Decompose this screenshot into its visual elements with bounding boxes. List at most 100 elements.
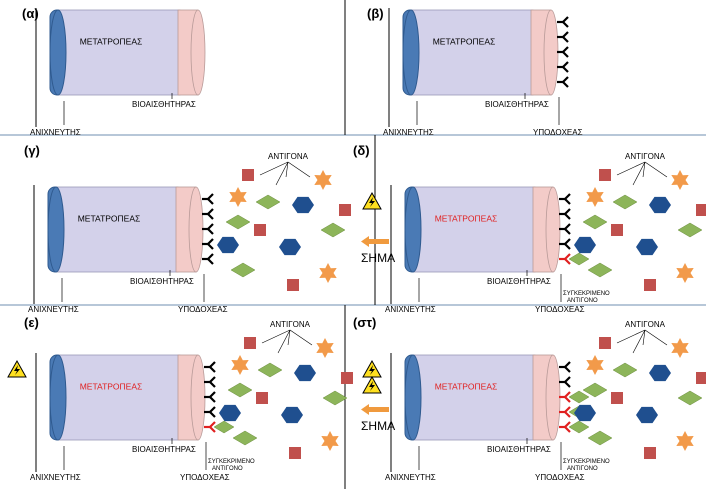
antigen-pointer [642,329,646,346]
transducer-label: ΜΕΤΑΤΡΟΠΕΑΣ [435,214,498,224]
antigen-pointer [287,329,291,346]
detector-label: ΑΝΙΧΝΕΥΤΗΣ [30,473,81,482]
hexagon-antigen [574,236,596,254]
receptor [204,391,216,403]
biosensor-label: ΒΙΟΑΙΣΘΗΤΗΡΑΣ [132,100,196,109]
diamond-antigen [213,420,235,434]
panel-label: (γ) [24,143,40,158]
diamond-antigen [587,430,613,446]
receptor [202,253,214,265]
receptor [202,223,214,235]
receptor [557,61,569,73]
hexagon-antigen [279,238,301,256]
receptor [559,238,571,250]
hexagon-antigen [294,364,316,382]
specific-antigen-label: ΣΥΓΚΕΚΡΙΜΕΝΟ [563,459,610,465]
specific-antigen-label-2: ΑΝΤΙΓΟΝΟ [567,466,598,472]
hexagon-antigen [219,404,241,422]
diamond-antigen [225,214,251,230]
detector-end [49,9,67,96]
star-antigen [319,263,337,283]
square-antigen [242,169,254,181]
bound-receptor [559,406,571,418]
detector-end [404,354,422,441]
hexagon-antigen [574,404,596,422]
hexagon-antigen [649,364,671,382]
transducer-body [412,186,536,273]
transducer-body [412,354,536,441]
detector-end [404,186,422,273]
square-antigen [289,447,301,459]
diamond-antigen [230,262,256,278]
hexagon-antigen [636,238,658,256]
diamond-antigen [612,362,638,378]
transducer-label: ΜΕΤΑΤΡΟΠΕΑΣ [78,214,141,224]
antigen-pointer [277,329,291,354]
signal-arrow [365,407,389,412]
specific-antigen-label-2: ΑΝΤΙΓΟΝΟ [567,298,598,304]
star-antigen [321,431,339,451]
receptors-label: ΥΠΟΔΟΧΕΑΣ [180,473,230,482]
antigen-pointer [261,329,291,344]
biosensor-end [188,186,204,273]
diamond-antigen [582,214,608,230]
antigen-pointer [632,329,646,354]
square-antigen [644,279,656,291]
receptor [204,376,216,388]
antigen-pointer [259,161,289,176]
receptor [559,361,571,373]
star-antigen [229,187,247,207]
hazard-warning-icon [362,375,382,394]
receptors-label: ΥΠΟΔΟΧΕΑΣ [535,305,585,314]
transducer-body [57,354,181,441]
specific-antigen-label: ΣΥΓΚΕΚΡΙΜΕΝΟ [563,291,610,297]
signal-label: ΣΗΜΑ [361,419,395,433]
star-antigen [586,187,604,207]
biosensor-label: ΒΙΟΑΙΣΘΗΤΗΡΑΣ [485,100,549,109]
receptors-label: ΥΠΟΔΟΧΕΑΣ [535,473,585,482]
receptor [202,208,214,220]
signal-arrow [365,239,389,244]
biosensor-label: ΒΙΟΑΙΣΘΗΤΗΡΑΣ [487,445,551,454]
receptor [202,193,214,205]
hexagon-antigen [217,236,239,254]
square-antigen [599,337,611,349]
panel-label: (δ) [353,143,370,158]
square-antigen [611,224,623,236]
square-antigen [254,224,266,236]
detector-label: ΑΝΙΧΝΕΥΤΗΣ [385,473,436,482]
hazard-warning-icon [7,359,27,378]
diamond-antigen [255,194,281,210]
receptor [557,16,569,28]
diamond-antigen [322,390,348,406]
diamond-antigen [677,222,703,238]
panel-label: (στ) [353,315,376,330]
antigen-pointer [616,329,646,344]
detector-end [47,186,65,273]
star-antigen [671,338,689,358]
receptor [559,193,571,205]
antigen-pointer [642,161,646,178]
biosensor-end [545,186,561,273]
star-antigen [586,355,604,375]
diamond-antigen [568,390,590,404]
signal-arrowhead [361,404,369,415]
panel-f: (στ) ΜΕΤΑΤΡΟΠΕΑΣ ΒΙΟΑΙΣΘΗΤΗΡΑΣ ΑΝΙΧΝΕΥΤΗΣ ΥΠ… [353,315,706,482]
transducer-body [410,9,534,96]
transducer-label: ΜΕΤΑΤΡΟΠΕΑΣ [435,382,498,392]
square-antigen [244,337,256,349]
antigens-label: ΑΝΤΙΓΟΝΑ [625,152,666,161]
biosensor-label: ΒΙΟΑΙΣΘΗΤΗΡΑΣ [130,277,194,286]
antigen-pointer [616,161,646,176]
panel-label: (β) [367,6,384,21]
detector-label: ΑΝΙΧΝΕΥΤΗΣ [30,128,81,137]
diamond-antigen [227,382,253,398]
antigens-label: ΑΝΤΙΓΟΝΑ [625,320,666,329]
biosensor-label: ΒΙΟΑΙΣΘΗΤΗΡΑΣ [487,277,551,286]
specific-antigen-label: ΣΥΓΚΕΚΡΙΜΕΝΟ [208,459,255,465]
panel-label: (α) [22,6,39,21]
hexagon-antigen [292,196,314,214]
